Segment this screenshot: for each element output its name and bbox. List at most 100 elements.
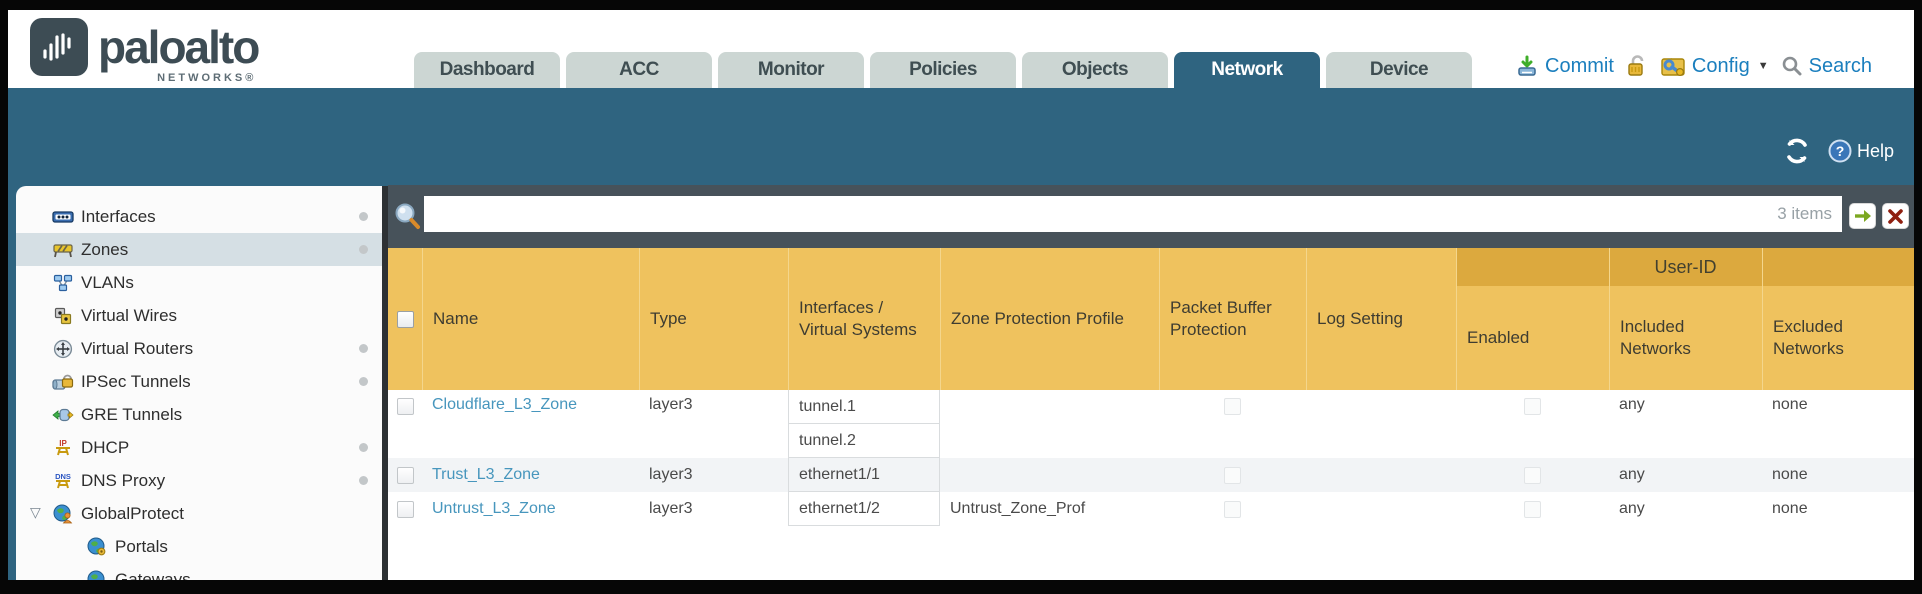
excluded-networks-cell: none <box>1762 458 1914 492</box>
tab-dashboard[interactable]: Dashboard <box>414 52 560 88</box>
packet-buffer-checkbox[interactable] <box>1224 500 1241 518</box>
column-header-interfaces[interactable]: Interfaces / Virtual Systems <box>788 248 940 390</box>
unlock-icon[interactable] <box>1626 54 1648 78</box>
tab-objects[interactable]: Objects <box>1022 52 1168 88</box>
zone-interface-cell: tunnel.1 <box>788 390 940 424</box>
zone-name-cell: Untrust_L3_Zone <box>422 492 639 526</box>
expand-triangle-icon[interactable]: ▽ <box>30 504 41 520</box>
filter-bar: 3 items <box>388 185 1914 248</box>
sidebar-item-zones[interactable]: Zones <box>16 233 382 266</box>
packet-buffer-protection-cell <box>1159 458 1306 492</box>
sidebar-item-vlans[interactable]: VLANs <box>16 266 382 299</box>
sidebar-divider <box>382 186 388 580</box>
zone-name-link[interactable]: Untrust_L3_Zone <box>432 500 556 517</box>
sidebar-item-dns-proxy[interactable]: DNS DNS Proxy <box>16 464 382 497</box>
help-icon: ? <box>1828 139 1852 163</box>
tab-monitor[interactable]: Monitor <box>718 52 864 88</box>
zone-protection-profile-cell <box>940 390 1159 458</box>
apply-filter-button[interactable] <box>1849 203 1876 229</box>
band-toolbar: ? Help <box>1784 138 1894 164</box>
zone-name-link[interactable]: Trust_L3_Zone <box>432 466 540 483</box>
included-networks-cell: any <box>1619 500 1645 517</box>
log-setting-cell <box>1306 492 1456 526</box>
top-header: paloalto NETWORKS® Dashboard ACC Monitor… <box>8 10 1914 88</box>
sidebar-item-label: DNS Proxy <box>81 470 166 490</box>
zone-type-cell: layer3 <box>649 500 693 517</box>
column-header-included-networks[interactable]: Included Networks <box>1609 248 1762 390</box>
virtual-wires-icon <box>52 306 74 326</box>
help-label: Help <box>1856 140 1894 161</box>
log-setting-cell <box>1306 390 1456 458</box>
config-icon <box>1661 58 1685 77</box>
sidebar-item-label: GlobalProtect <box>81 503 184 523</box>
commit-button[interactable]: Commit <box>1515 54 1614 78</box>
sidebar-item-dhcp[interactable]: IP DHCP <box>16 431 382 464</box>
soundwave-bars <box>43 33 71 61</box>
tab-device[interactable]: Device <box>1326 52 1472 88</box>
zone-interface-cell: tunnel.2 <box>788 424 940 458</box>
gre-tunnels-icon <box>52 405 74 425</box>
zones-main-panel: 3 items User-ID Name T <box>388 185 1914 580</box>
column-header-log-setting[interactable]: Log Setting <box>1306 248 1456 390</box>
status-dot <box>359 377 368 386</box>
user-id-enabled-checkbox[interactable] <box>1524 398 1541 415</box>
row-checkbox-cell <box>388 492 422 526</box>
zone-type-cell: layer3 <box>639 458 788 492</box>
filter-input[interactable] <box>434 205 1778 223</box>
sidebar-item-interfaces[interactable]: Interfaces <box>16 200 382 233</box>
config-menu-button[interactable]: Config ▼ <box>1660 54 1769 78</box>
sidebar-item-gre-tunnels[interactable]: GRE Tunnels <box>16 398 382 431</box>
packet-buffer-checkbox[interactable] <box>1224 398 1241 415</box>
sidebar-item-label: VLANs <box>81 272 134 292</box>
column-header-enabled[interactable]: Enabled <box>1456 248 1609 390</box>
network-sidebar: Interfaces Zones VLANs Vir <box>16 186 382 580</box>
status-dot <box>359 443 368 452</box>
help-button[interactable]: ? Help <box>1828 139 1894 163</box>
tab-network[interactable]: Network <box>1174 52 1320 88</box>
packet-buffer-protection-cell <box>1159 390 1306 458</box>
ipsec-tunnels-icon <box>52 372 74 392</box>
virtual-routers-icon <box>52 339 74 359</box>
green-arrow-icon <box>1854 210 1871 222</box>
tab-acc[interactable]: ACC <box>566 52 712 88</box>
row-checkbox[interactable] <box>396 500 414 518</box>
column-header-name[interactable]: Name <box>422 248 639 390</box>
sidebar-item-ipsec-tunnels[interactable]: IPSec Tunnels <box>16 365 382 398</box>
clear-filter-button[interactable] <box>1882 203 1909 229</box>
red-x-icon <box>1888 208 1903 224</box>
zone-name-link[interactable]: Cloudflare_L3_Zone <box>432 396 577 413</box>
column-header-zone-protection-profile[interactable]: Zone Protection Profile <box>940 248 1159 390</box>
user-id-enabled-cell <box>1456 458 1609 492</box>
included-networks-cell: any <box>1619 396 1645 413</box>
sidebar-item-portals[interactable]: Portals <box>16 530 382 563</box>
header-actions: Commit Config ▼ <box>1515 54 1872 78</box>
sidebar-item-globalprotect[interactable]: ▽ GlobalProtect <box>16 497 382 530</box>
packet-buffer-protection-cell <box>1159 492 1306 526</box>
global-search-button[interactable]: Search <box>1781 55 1872 78</box>
user-id-enabled-checkbox[interactable] <box>1524 466 1541 484</box>
row-checkbox[interactable] <box>396 398 414 415</box>
user-id-enabled-checkbox[interactable] <box>1524 500 1541 518</box>
select-all-checkbox[interactable] <box>396 310 414 328</box>
sidebar-item-virtual-wires[interactable]: Virtual Wires <box>16 299 382 332</box>
sidebar-item-virtual-routers[interactable]: Virtual Routers <box>16 332 382 365</box>
main-nav-tabs: Dashboard ACC Monitor Policies Objects N… <box>414 52 1472 88</box>
chevron-down-icon: ▼ <box>1757 60 1769 72</box>
sidebar-item-label: Zones <box>81 239 129 259</box>
packet-buffer-checkbox[interactable] <box>1224 466 1241 484</box>
zone-protection-profile-cell <box>940 458 1159 492</box>
tab-policies[interactable]: Policies <box>870 52 1016 88</box>
row-checkbox[interactable] <box>396 466 414 484</box>
user-id-enabled-cell <box>1456 390 1609 458</box>
vlans-icon <box>52 273 74 293</box>
status-dot <box>359 476 368 485</box>
refresh-icon[interactable] <box>1784 138 1810 164</box>
column-header-excluded-networks[interactable]: Excluded Networks <box>1762 248 1914 390</box>
zones-icon <box>52 240 74 260</box>
column-header-type[interactable]: Type <box>639 248 788 390</box>
column-header-packet-buffer-protection[interactable]: Packet Buffer Protection <box>1159 248 1306 390</box>
sidebar-item-gateways[interactable]: Gateways <box>16 563 382 580</box>
paloalto-logo-icon <box>30 18 88 76</box>
row-checkbox-cell <box>388 458 422 492</box>
